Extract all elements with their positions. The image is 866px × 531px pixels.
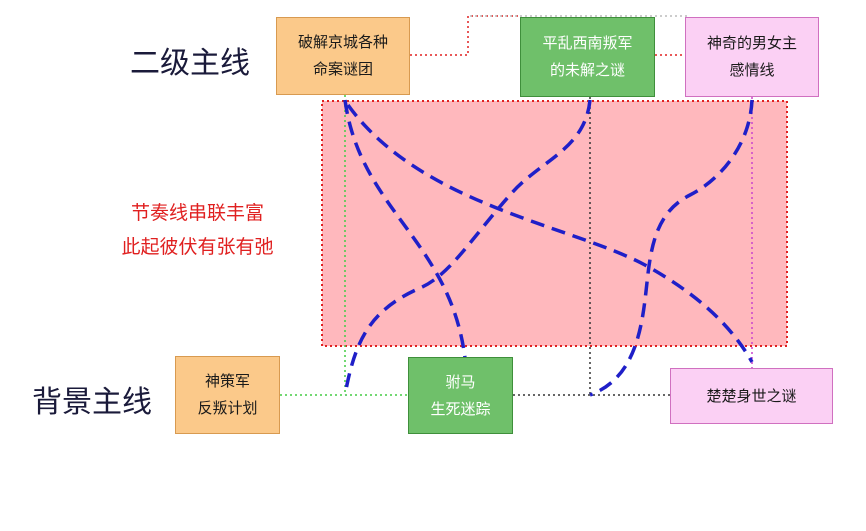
box-army-line1: 神策军 xyxy=(204,372,250,390)
rhythm-curve-2 xyxy=(346,103,754,363)
rhythm-curve-1 xyxy=(343,99,467,359)
box-romance-line2: 感情线 xyxy=(729,61,775,79)
box-rebels-mystery: 平乱西南叛军 的未解之谜 xyxy=(520,17,655,97)
connector-case-rebels xyxy=(410,15,520,56)
box-consort-fate: 驸马 生死迷踪 xyxy=(408,357,513,434)
box-romance-line: 神奇的男女主 感情线 xyxy=(685,17,819,97)
box-consort-line2: 生死迷踪 xyxy=(430,399,491,418)
label-rhythm: 节奏线串联丰富 此起彼伏有张有弛 xyxy=(100,196,295,264)
rhythm-curve-3 xyxy=(343,99,592,396)
label-background-line: 背景主线 xyxy=(32,385,152,420)
label-secondary-line: 二级主线 xyxy=(130,46,250,81)
box-case-mystery: 破解京城各种 命案谜团 xyxy=(276,17,410,95)
rhythm-area xyxy=(321,100,788,347)
box-case-line2: 命案谜团 xyxy=(312,60,373,78)
label-rhythm-line2: 此起彼伏有张有弛 xyxy=(121,236,274,258)
rhythm-curve-4 xyxy=(589,99,754,397)
box-army-line2: 反叛计划 xyxy=(197,399,258,417)
box-case-line1: 破解京城各种 xyxy=(297,33,388,51)
box-chuchu-origin: 楚楚身世之谜 xyxy=(670,368,833,424)
box-chuchu-line1: 楚楚身世之谜 xyxy=(706,386,797,405)
box-rebels-line2: 的未解之谜 xyxy=(549,61,625,79)
box-rebels-line1: 平乱西南叛军 xyxy=(542,34,633,52)
box-romance-line1: 神奇的男女主 xyxy=(706,34,797,52)
label-rhythm-line1: 节奏线串联丰富 xyxy=(130,202,264,224)
box-consort-line1: 驸马 xyxy=(445,372,476,391)
box-army-plan: 神策军 反叛计划 xyxy=(175,356,280,434)
